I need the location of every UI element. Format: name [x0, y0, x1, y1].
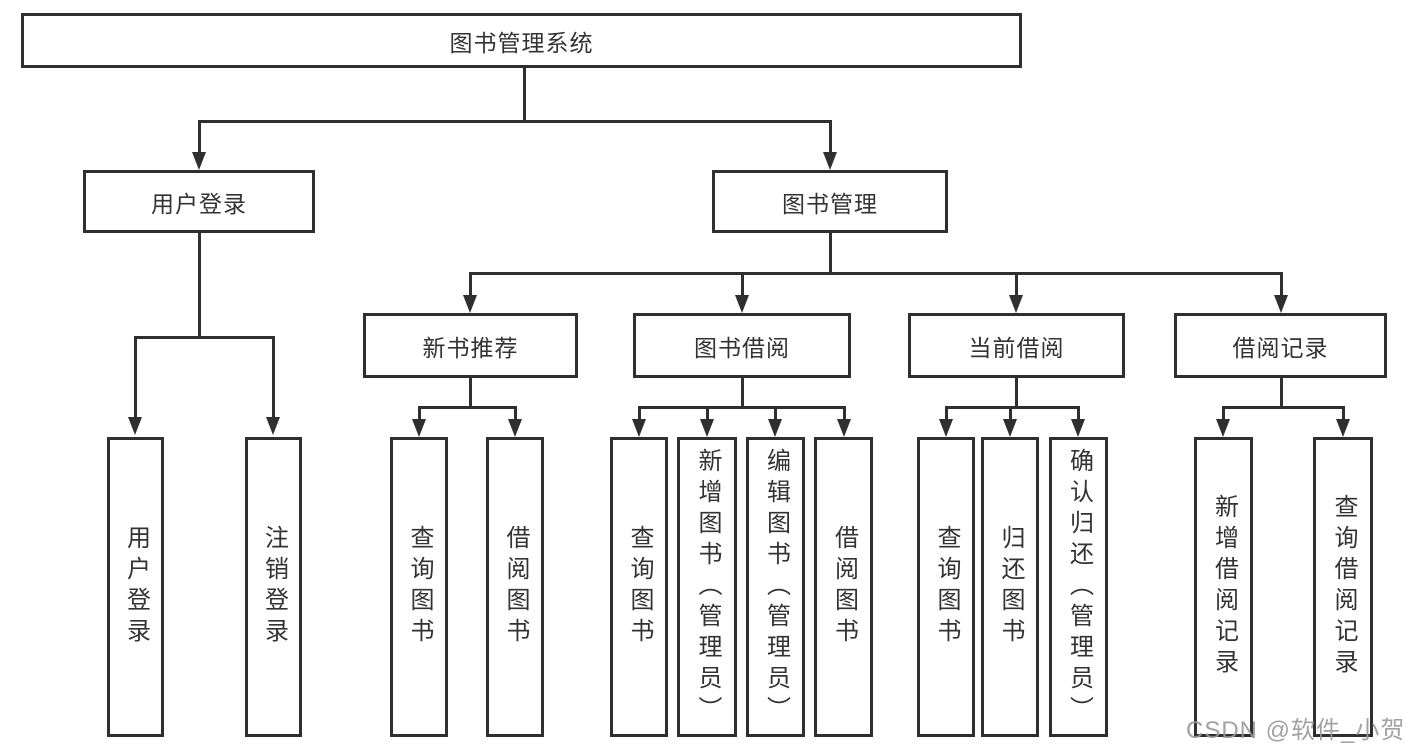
connector-line — [1280, 378, 1283, 409]
leaf-label: 归还图书 — [997, 525, 1024, 649]
leaf-borrow-books-recommend: 借阅图书 — [486, 437, 544, 737]
leaf-label: 用户登录 — [122, 525, 150, 649]
connector-line — [1280, 272, 1283, 296]
node-user-login: 用户登录 — [83, 170, 315, 233]
leaf-label: 新增图书（管理员） — [694, 447, 721, 727]
node-label: 用户登录 — [151, 190, 247, 217]
node-borrow-records: 借阅记录 — [1174, 313, 1387, 378]
connector-line — [198, 233, 201, 339]
watermark: CSDN @软件_小贺同学 — [1186, 717, 1405, 744]
connector-line — [1009, 406, 1012, 420]
connector-line — [198, 120, 832, 123]
connector-line — [514, 406, 517, 420]
connector-line — [469, 272, 472, 296]
arrow-down-icon — [735, 295, 749, 313]
connector-line — [523, 68, 526, 123]
connector-line — [829, 233, 832, 275]
connector-line — [134, 336, 137, 418]
leaf-label: 新增借阅记录 — [1210, 494, 1238, 680]
arrow-down-icon — [463, 295, 477, 313]
arrow-down-icon — [768, 419, 782, 437]
connector-line — [945, 406, 1080, 409]
connector-line — [418, 406, 421, 420]
arrow-down-icon — [1009, 295, 1023, 313]
leaf-query-books-current: 查询图书 — [917, 437, 975, 737]
connector-line — [134, 336, 275, 339]
node-new-book-recommend: 新书推荐 — [363, 313, 578, 378]
arrow-down-icon — [1003, 419, 1017, 437]
arrow-down-icon — [939, 419, 953, 437]
connector-line — [1222, 406, 1345, 409]
leaf-edit-book-admin: 编辑图书（管理员） — [746, 437, 805, 737]
arrow-down-icon — [632, 419, 646, 437]
connector-line — [945, 406, 948, 420]
arrow-down-icon — [700, 419, 714, 437]
arrow-down-icon — [837, 419, 851, 437]
connector-line — [1222, 406, 1225, 420]
arrow-down-icon — [412, 419, 426, 437]
arrow-down-icon — [128, 417, 142, 435]
arrow-down-icon — [823, 152, 837, 170]
connector-line — [843, 406, 846, 420]
arrow-down-icon — [266, 417, 280, 435]
connector-line — [198, 120, 201, 153]
node-label: 图书管理系统 — [449, 29, 594, 56]
leaf-label: 借阅图书 — [502, 525, 529, 649]
connector-line — [638, 406, 846, 409]
leaf-label: 查询借阅记录 — [1330, 494, 1357, 680]
leaf-query-books-recommend: 查询图书 — [390, 437, 448, 737]
connector-line — [1077, 406, 1080, 420]
node-label: 图书借阅 — [694, 334, 790, 361]
connector-line — [638, 406, 641, 420]
leaf-label: 借阅图书 — [830, 525, 858, 649]
arrow-down-icon — [1336, 419, 1350, 437]
connector-line — [741, 378, 744, 409]
connector-line — [741, 272, 744, 296]
leaf-label: 查询图书 — [406, 525, 433, 649]
node-label: 当前借阅 — [968, 334, 1065, 361]
node-current-borrowing: 当前借阅 — [908, 313, 1125, 378]
leaf-label: 确认归还（管理员） — [1065, 447, 1093, 727]
leaf-borrow-books-borrowing: 借阅图书 — [814, 437, 873, 737]
leaf-return-books: 归还图书 — [981, 437, 1039, 737]
arrow-down-icon — [192, 152, 206, 170]
leaf-label: 查询图书 — [933, 525, 960, 649]
connector-line — [774, 406, 777, 420]
leaf-query-books-borrowing: 查询图书 — [610, 437, 668, 737]
arrow-down-icon — [1216, 419, 1230, 437]
node-library-system: 图书管理系统 — [21, 13, 1022, 68]
leaf-label: 注销登录 — [260, 525, 288, 649]
leaf-logout: 注销登录 — [245, 437, 302, 737]
connector-line — [272, 336, 275, 418]
node-label: 新书推荐 — [422, 334, 519, 361]
node-book-management: 图书管理 — [712, 170, 948, 233]
leaf-query-borrow-record: 查询借阅记录 — [1313, 437, 1373, 737]
connector-line — [829, 120, 832, 153]
leaf-add-book-admin: 新增图书（管理员） — [677, 437, 737, 737]
connector-line — [469, 378, 472, 409]
connector-line — [1015, 272, 1018, 296]
leaf-label: 编辑图书（管理员） — [762, 447, 790, 727]
arrow-down-icon — [1071, 419, 1085, 437]
leaf-user-login: 用户登录 — [107, 437, 164, 737]
connector-line — [418, 406, 516, 409]
node-label: 借阅记录 — [1232, 334, 1329, 361]
node-book-borrowing: 图书借阅 — [633, 313, 851, 378]
leaf-add-borrow-record: 新增借阅记录 — [1194, 437, 1253, 737]
arrow-down-icon — [508, 419, 522, 437]
connector-line — [1015, 378, 1018, 409]
connector-line — [1342, 406, 1345, 420]
arrow-down-icon — [1274, 295, 1288, 313]
node-label: 图书管理 — [782, 190, 878, 217]
connector-line — [706, 406, 709, 420]
leaf-label: 查询图书 — [626, 525, 653, 649]
leaf-confirm-return-admin: 确认归还（管理员） — [1049, 437, 1108, 737]
connector-line — [469, 272, 1283, 275]
